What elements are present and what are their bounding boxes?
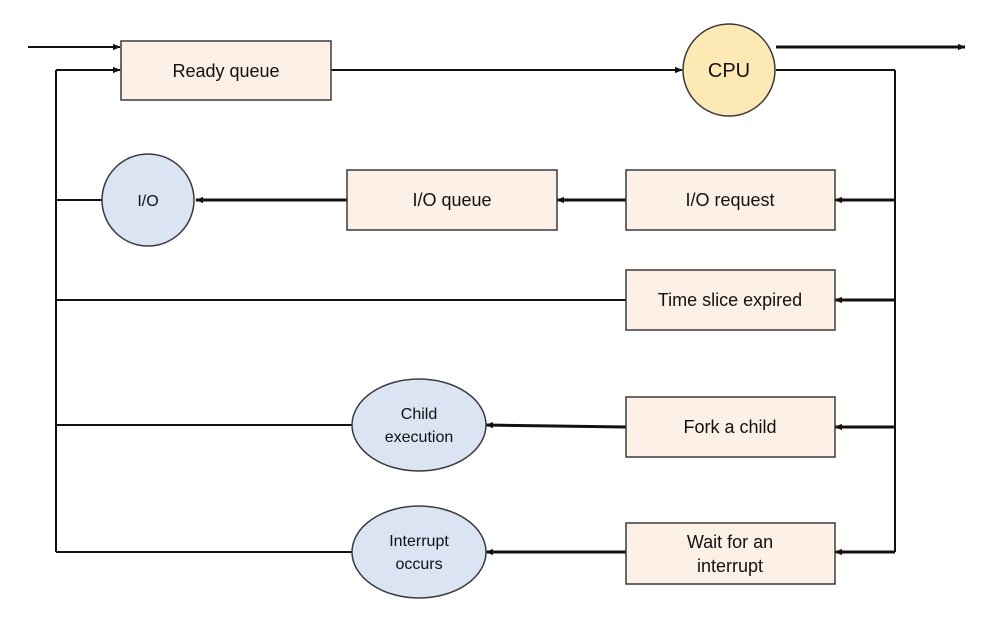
time-slice-label: Time slice expired (658, 290, 802, 310)
fork-child-node: Fork a child (625, 396, 836, 458)
io-device-label: I/O (137, 193, 158, 210)
cpu-circle (682, 23, 776, 117)
ready-queue-box (120, 40, 332, 101)
wait-interrupt-node: Wait for an interrupt (625, 522, 836, 585)
io-queue-box (346, 169, 558, 231)
ready-queue-node: Ready queue (120, 40, 332, 101)
cpu-node: CPU (682, 23, 776, 117)
io-queue-node: I/O queue (346, 169, 558, 231)
io-device-node: I/O (101, 153, 195, 247)
ready-queue-label: Ready queue (172, 61, 279, 81)
connectors (28, 43, 966, 556)
time-slice-box (625, 269, 836, 331)
child-execution-label-line2: execution (385, 429, 454, 446)
time-slice-node: Time slice expired (625, 269, 836, 331)
wait-interrupt-box (625, 522, 836, 585)
wait-interrupt-label-line1: Wait for an (687, 532, 773, 552)
io-request-node: I/O request (625, 169, 836, 231)
interrupt-occurs-label-line2: occurs (395, 556, 442, 573)
fork-child-box (625, 396, 836, 458)
child-execution-label-line1: Child (401, 406, 437, 423)
fork-child-label: Fork a child (683, 417, 776, 437)
child-execution-ellipse (351, 378, 487, 472)
child-execution-node: Child execution (351, 378, 487, 472)
io-device-circle (101, 153, 195, 247)
io-request-label: I/O request (685, 190, 774, 210)
wait-interrupt-label-line2: interrupt (697, 556, 763, 576)
interrupt-occurs-node: Interrupt occurs (351, 505, 487, 599)
io-queue-label: I/O queue (412, 190, 491, 210)
cpu-label: CPU (708, 60, 750, 82)
interrupt-occurs-label-line1: Interrupt (389, 533, 449, 550)
interrupt-occurs-ellipse (351, 505, 487, 599)
fork-to-child-arrow (485, 421, 627, 429)
io-request-box (625, 169, 836, 231)
